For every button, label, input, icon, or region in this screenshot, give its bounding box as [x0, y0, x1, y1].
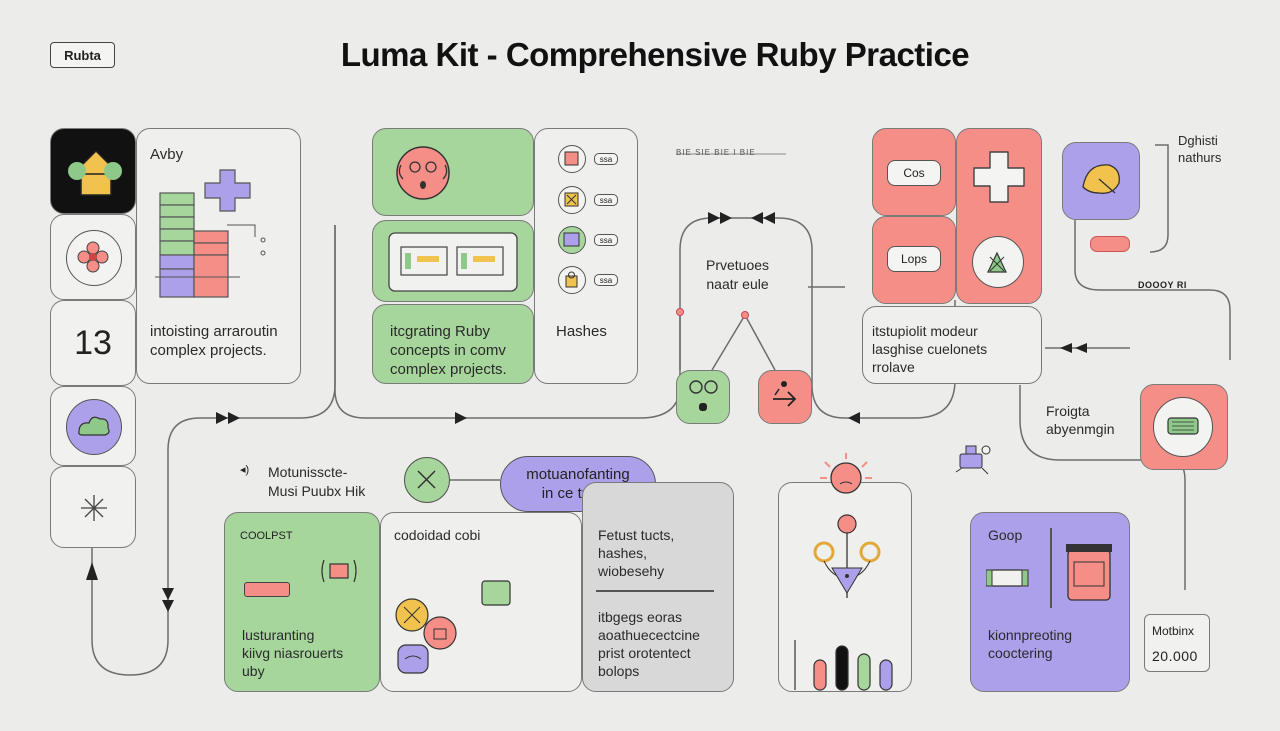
right-desc-card [862, 306, 1042, 384]
bars-illustration [794, 640, 893, 691]
page-title: Luma Kit - Comprehensive Ruby Practice [340, 36, 970, 73]
side-label: Froigta abyenmgin [1046, 403, 1115, 437]
cooler-label: COOLPST [240, 530, 293, 542]
cloud-icon [66, 399, 122, 455]
avby-card-title: Avby [150, 146, 184, 163]
flower-icon [66, 230, 122, 286]
hash-tag-2: ssa [594, 194, 618, 206]
flower-tile[interactable] [50, 214, 136, 300]
info-icon: ◂) [240, 464, 250, 476]
cross-icon [558, 186, 586, 214]
spark-tile[interactable] [50, 466, 136, 548]
grey-panel-text-1: Fetust tucts, hashes, wiobesehy [598, 527, 675, 579]
goop-title: Goop [988, 527, 1023, 543]
hash-tag-4: ssa [594, 274, 618, 286]
cloud-tile[interactable] [50, 386, 136, 466]
leaf-icon [972, 236, 1024, 288]
hashes-card [534, 128, 638, 384]
bird-icon [1082, 164, 1120, 194]
face-panel[interactable] [372, 128, 534, 216]
cooler-text: lusturanting kiivg niasrouerts uby [242, 627, 344, 679]
cooler-chip[interactable] [244, 582, 290, 597]
header-badge-label: Rubta [64, 47, 101, 63]
metric-value: 20.000 [1152, 648, 1198, 664]
grey-panel-text-2: itbgegs eoras aoathuecectcine prist orot… [598, 609, 700, 679]
lock-icon [558, 266, 586, 294]
hash-tag-1: ssa [594, 153, 618, 165]
metric-label: Motbinx [1152, 624, 1195, 638]
grey-panel [582, 482, 734, 692]
cooler-panel [224, 512, 380, 692]
hashes-label: Hashes [556, 323, 607, 340]
goop-text: kionnpreoting cooctering [988, 627, 1073, 661]
bottom-left-header-text: Motunisscte- Musi Puubx Hik [268, 464, 366, 499]
bird-tile[interactable] [1062, 142, 1140, 220]
square-icon [558, 226, 586, 254]
header-badge: Rubta [50, 42, 115, 68]
window-panel[interactable] [372, 220, 534, 302]
scribble-text: BIE SIE BIE I BIE [676, 148, 786, 157]
device-icon [1153, 397, 1213, 457]
lops-pill[interactable]: Lops [887, 246, 941, 272]
device-tile[interactable] [1140, 384, 1228, 470]
plus-icon [973, 151, 1025, 203]
robot-icon [955, 445, 991, 475]
flow-panel-title: codoidad cobi [394, 527, 481, 543]
right-tag: DOOOY RI [1138, 280, 1187, 290]
right-desc-text: itstupiolit modeur lasghise cuelonets rr… [872, 323, 988, 375]
flow-label: Prvetuoes naatr eule [706, 257, 770, 292]
stacked-bars-illustration [155, 169, 266, 298]
grey-divider [596, 590, 714, 592]
arrow-right-icon [773, 381, 797, 407]
integrating-panel-text: itcgrating Ruby concepts in comv complex… [390, 323, 507, 378]
face-icon [396, 146, 450, 200]
avby-card-text: intoisting arraroutin complex projects. [150, 323, 278, 359]
metric-card[interactable] [1144, 614, 1210, 672]
home-icon [68, 149, 122, 196]
window-icon [388, 232, 518, 292]
hash-tag-3: ssa [594, 234, 618, 246]
camera-icon [321, 559, 357, 583]
glasses-node[interactable] [676, 370, 730, 424]
goop-divider [1050, 528, 1052, 608]
salmon-panel-left-bottom [872, 216, 956, 304]
close-icon[interactable] [404, 457, 450, 503]
right-note: Dghisti nathurs [1178, 133, 1222, 165]
number-tile-value: 13 [74, 323, 112, 362]
arrow-node[interactable] [758, 370, 812, 424]
red-chip[interactable] [1090, 236, 1130, 252]
cos-pill[interactable]: Cos [887, 160, 941, 186]
gear-icon [558, 145, 586, 173]
glasses-icon [689, 380, 718, 411]
integrating-panel [372, 304, 534, 384]
sparkle-icon [81, 495, 107, 521]
number-tile[interactable]: 13 [50, 300, 136, 386]
jar-watch-illustration [986, 544, 1112, 601]
gauge-illustration [813, 453, 881, 598]
emoji-cluster [395, 580, 511, 674]
home-tile[interactable] [50, 128, 136, 214]
